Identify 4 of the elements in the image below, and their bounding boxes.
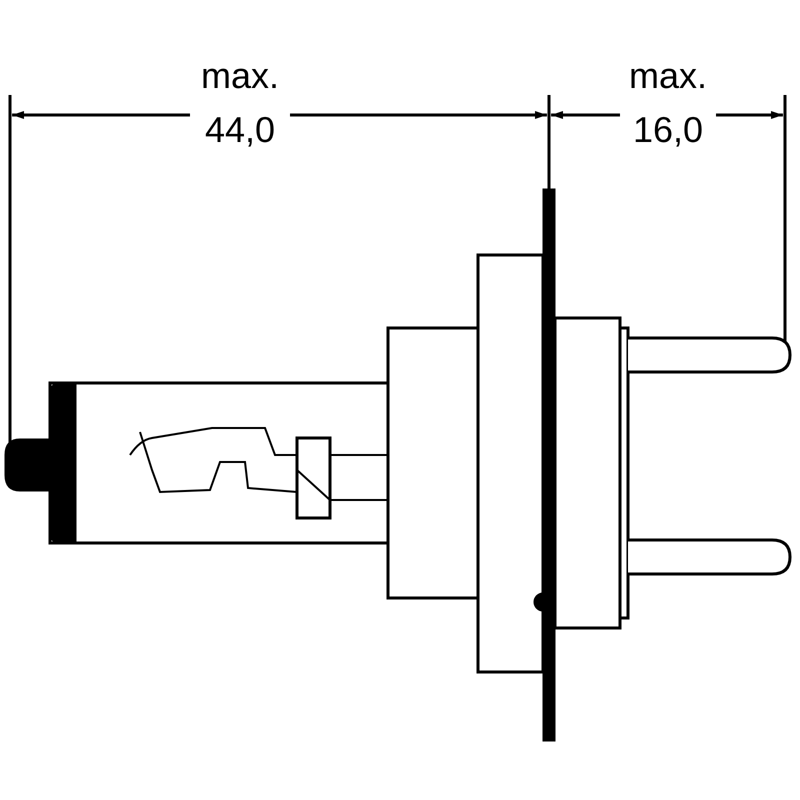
max-label: max.	[201, 58, 279, 94]
dimension-value: 44,0	[204, 112, 276, 148]
max-label: max.	[629, 58, 707, 94]
dimension-value: 16,0	[632, 112, 704, 148]
